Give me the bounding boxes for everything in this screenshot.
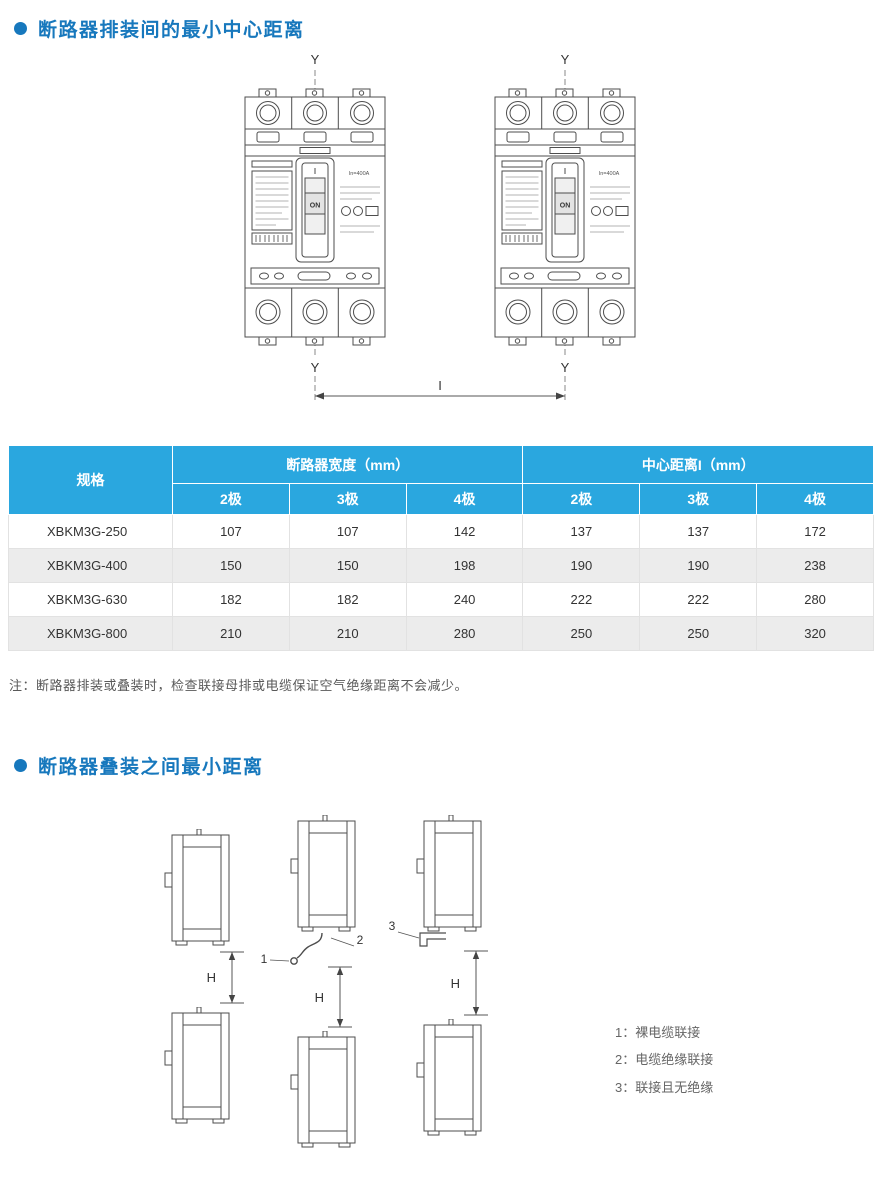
stack-breaker-bottom-2 <box>290 1031 356 1148</box>
arrangement-diagram-wrap: Y Y Y Y I <box>130 50 882 433</box>
stacking-diagram: H 1 2 H 3 <box>164 815 488 1148</box>
h-dimension-3 <box>464 950 488 1016</box>
value-cell: 210 <box>288 616 407 651</box>
value-cell: 107 <box>172 514 290 549</box>
h-label-2: H <box>315 990 324 1005</box>
y-axis-label-top-right: Y <box>561 52 570 67</box>
value-cell: 137 <box>639 514 758 549</box>
group-header-width: 断路器宽度（mm） <box>171 445 524 484</box>
stacking-diagram-wrap: H 1 2 H 3 <box>140 791 882 1163</box>
cable-connection-drawing <box>290 932 323 965</box>
stack-breaker-bottom-3 <box>416 1019 482 1136</box>
table-row: XBKM3G-800 210 210 280 250 250 320 <box>8 616 874 651</box>
y-axis-label-bottom-right: Y <box>561 360 570 375</box>
pole-header: 3极 <box>639 483 758 515</box>
group-header-distance: 中心距离I（mm） <box>522 445 874 484</box>
value-cell: 150 <box>172 548 290 583</box>
distance-label: I <box>438 378 442 393</box>
breaker-right <box>494 88 636 346</box>
value-cell: 280 <box>756 582 874 617</box>
value-cell: 182 <box>172 582 290 617</box>
value-cell: 250 <box>639 616 758 651</box>
table-header-row-groups: 规格 断路器宽度（mm） 中心距离I（mm） <box>8 445 874 515</box>
pole-header: 4极 <box>405 483 524 515</box>
value-cell: 280 <box>405 616 524 651</box>
busbar-link-drawing <box>419 932 446 947</box>
section1-header: 断路器排装间的最小中心距离 <box>0 0 882 42</box>
stack-breaker-bottom-1 <box>164 1007 230 1124</box>
spec-table: 规格 断路器宽度（mm） 中心距离I（mm） 2极 3极 4极 2极 3极 4极… <box>8 445 874 651</box>
legend-item-insulated-cable: 2：电缆绝缘联接 <box>615 1052 714 1068</box>
callout-label-3: 3 <box>389 919 396 933</box>
stack-breaker-top-3 <box>416 815 482 932</box>
spec-cell: XBKM3G-630 <box>8 582 173 617</box>
pole-header: 2极 <box>172 483 290 515</box>
value-cell: 182 <box>288 582 407 617</box>
y-axis-label-bottom-left: Y <box>311 360 320 375</box>
table-row: XBKM3G-630 182 182 240 222 222 280 <box>8 582 874 617</box>
section-bullet-icon <box>14 22 27 35</box>
value-cell: 222 <box>522 582 641 617</box>
value-cell: 190 <box>522 548 641 583</box>
legend-item-bare-cable: 1：裸电缆联接 <box>615 1025 701 1040</box>
y-axis-label-top-left: Y <box>311 52 320 67</box>
h-label-3: H <box>451 976 460 991</box>
h-label-1: H <box>207 970 216 985</box>
value-cell: 142 <box>405 514 524 549</box>
spec-cell: XBKM3G-800 <box>8 616 173 651</box>
table-row: XBKM3G-250 107 107 142 137 137 172 <box>8 514 874 549</box>
value-cell: 190 <box>639 548 758 583</box>
section-bullet-icon <box>14 759 27 772</box>
value-cell: 238 <box>756 548 874 583</box>
value-cell: 107 <box>288 514 407 549</box>
value-cell: 150 <box>288 548 407 583</box>
breaker-left <box>244 88 386 346</box>
value-cell: 210 <box>172 616 290 651</box>
stack-breaker-top-1 <box>164 829 230 946</box>
spec-cell: XBKM3G-400 <box>8 548 173 583</box>
col-header-spec: 规格 <box>8 445 173 515</box>
stack-breaker-top-2 <box>290 815 356 932</box>
table-note: 注：断路器排装或叠装时，检查联接母排或电缆保证空气绝缘距离不会减少。 <box>9 678 469 693</box>
section2-header: 断路器叠装之间最小距离 <box>0 752 882 779</box>
value-cell: 137 <box>522 514 641 549</box>
value-cell: 320 <box>756 616 874 651</box>
spec-cell: XBKM3G-250 <box>8 514 173 549</box>
center-distance-dimension: I <box>315 378 565 400</box>
h-dimension-2 <box>328 966 352 1028</box>
connection-legend: 1：裸电缆联接 2：电缆绝缘联接 3：联接且无绝缘 <box>615 1019 713 1163</box>
callout-leader-2 <box>330 937 355 947</box>
callout-label-1: 1 <box>261 952 268 966</box>
pole-header: 4极 <box>756 483 874 515</box>
table-header-row-poles: 2极 3极 4极 2极 3极 4极 <box>9 483 874 515</box>
table-row: XBKM3G-400 150 150 198 190 190 238 <box>8 548 874 583</box>
value-cell: 222 <box>639 582 758 617</box>
legend-item-uninsulated-link: 3：联接且无绝缘 <box>615 1079 714 1095</box>
h-dimension-1 <box>220 951 244 1004</box>
value-cell: 172 <box>756 514 874 549</box>
pole-header: 3极 <box>288 483 407 515</box>
callout-leader-3 <box>397 931 420 939</box>
value-cell: 198 <box>405 548 524 583</box>
arrangement-diagram: Y Y Y Y I <box>244 52 636 402</box>
value-cell: 240 <box>405 582 524 617</box>
pole-header: 2极 <box>522 483 641 515</box>
callout-leader-1 <box>269 959 290 962</box>
section1-title: 断路器排装间的最小中心距离 <box>38 20 305 41</box>
callout-label-2: 2 <box>357 933 364 947</box>
value-cell: 250 <box>522 616 641 651</box>
section2-title: 断路器叠装之间最小距离 <box>38 757 264 778</box>
